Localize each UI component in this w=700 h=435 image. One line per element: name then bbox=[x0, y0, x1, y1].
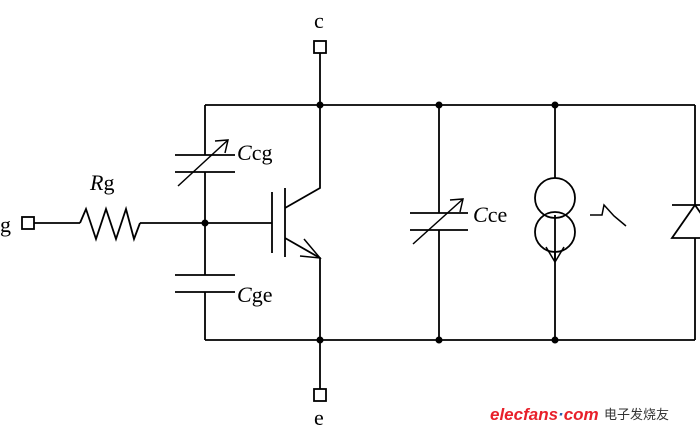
collector-pin bbox=[313, 40, 327, 54]
tail-current-waveform bbox=[590, 203, 627, 227]
capacitor-cce: Cce bbox=[410, 105, 507, 340]
igbt-emitter-lead bbox=[284, 237, 321, 340]
capacitor-ccg-label: Ccg bbox=[237, 140, 272, 165]
igbt-collector-lead bbox=[284, 105, 321, 209]
capacitor-cge: Cge bbox=[175, 274, 272, 307]
emitter-pin bbox=[313, 388, 327, 402]
diode bbox=[670, 203, 700, 239]
circuit-frame bbox=[204, 104, 696, 341]
igbt-emitter-arrow bbox=[299, 238, 322, 259]
emitter-terminal: e bbox=[313, 340, 327, 430]
diode-triangle bbox=[670, 203, 700, 239]
watermark-logo: elecfans·com bbox=[490, 405, 599, 424]
resistor-rg bbox=[79, 205, 141, 242]
collector-label: c bbox=[314, 8, 324, 33]
watermark-chinese: 电子发烧友 bbox=[604, 407, 669, 423]
capacitor-cce-label: Cce bbox=[473, 202, 507, 227]
watermark: elecfans·com 电子发烧友 bbox=[490, 405, 669, 424]
capacitor-cge-label: Cge bbox=[237, 282, 272, 307]
collector-terminal: c bbox=[313, 8, 327, 105]
current-source bbox=[534, 105, 627, 340]
gate-label: g bbox=[0, 212, 11, 237]
emitter-label: e bbox=[314, 405, 324, 430]
resistor-rg-label: Rg bbox=[89, 170, 114, 195]
gate-input: g Rg bbox=[0, 170, 272, 242]
junctions bbox=[201, 101, 559, 344]
gate-pin bbox=[21, 216, 35, 230]
capacitor-ccg: Ccg bbox=[175, 139, 272, 187]
igbt-symbol bbox=[271, 105, 322, 340]
